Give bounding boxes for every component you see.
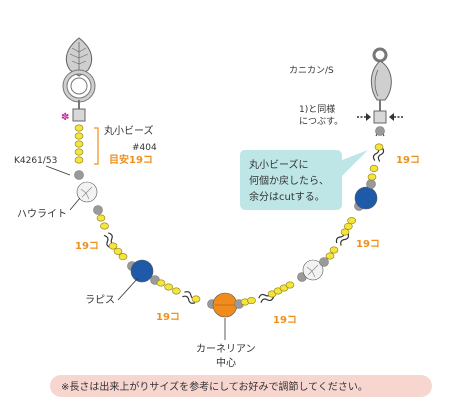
spacer-bead — [93, 205, 103, 215]
crimp-arrows-icon — [357, 113, 403, 121]
howlite-leader — [69, 197, 81, 211]
seed-bead — [247, 296, 256, 304]
lapis-bead — [130, 259, 154, 283]
seed-bead — [156, 279, 166, 287]
part-number-label: K4261/53 — [14, 156, 57, 166]
lapis-label: ラピス — [85, 294, 115, 306]
seed-bead — [74, 140, 84, 148]
howlite-vein — [306, 264, 319, 278]
seed-bead — [74, 156, 84, 164]
count-right-top: 19コ — [396, 155, 420, 166]
lapis-bead — [354, 186, 378, 210]
seed-bead — [285, 281, 295, 289]
seed-bead — [164, 283, 173, 291]
seed-bead — [329, 246, 339, 254]
seed-bead — [113, 247, 123, 255]
footer-note-text: ※長さは出来上がりサイズを参考にしてお好みで調節してください。 — [61, 380, 368, 393]
part-number-leader — [45, 165, 71, 176]
carnelian-center-label: 中心 — [216, 356, 236, 369]
seed-bead — [172, 287, 181, 295]
seed-bead-number: #404 — [132, 143, 157, 153]
howlite-label: ハウライト — [17, 208, 67, 220]
count-right-middle: 19コ — [356, 239, 380, 250]
seed-bead — [74, 132, 84, 140]
lapis-leader — [117, 277, 139, 301]
clasp-label: カニカン/S — [289, 65, 334, 76]
seed-bead — [108, 242, 118, 250]
howlite-vein — [80, 186, 93, 200]
leaf-charm-icon — [65, 37, 93, 77]
seed-bead — [100, 222, 109, 230]
marker-icon: ✽ — [61, 112, 69, 123]
bubble-line-3: 余分はcutする。 — [249, 190, 325, 203]
same-as-step1-label-2: につぶす。 — [299, 116, 343, 127]
lobster-clasp-icon — [370, 47, 392, 101]
spacer-bead — [375, 126, 385, 136]
spacer-bead — [319, 257, 329, 267]
seed-bead — [374, 143, 384, 151]
seed-bead — [96, 214, 106, 222]
seed-bead-label: 丸小ビーズ — [104, 124, 154, 137]
seed-bead — [325, 252, 335, 260]
spacer-bead — [366, 179, 376, 189]
bubble-line-2: 何個か戻したら、 — [249, 174, 329, 187]
seed-bead-guide: 目安19コ — [109, 153, 153, 166]
same-as-step1-label: 1)と同様 — [299, 103, 335, 115]
seed-bead — [191, 295, 201, 303]
seed-bead — [74, 148, 84, 156]
spacer-bead — [74, 170, 84, 180]
count-left-lower: 19コ — [156, 312, 180, 323]
count-left-upper: 19コ — [75, 241, 99, 252]
left-crimp-bead — [72, 108, 86, 122]
bead-strand — [74, 124, 385, 318]
seed-bead — [118, 253, 128, 261]
right-crimp-bead — [373, 110, 387, 124]
bubble-line-1: 丸小ビーズに — [249, 158, 309, 171]
seed-bead — [367, 173, 377, 181]
seed-bead — [369, 165, 379, 173]
carnelian-label: カーネリアン — [196, 343, 256, 355]
seed-bead — [347, 217, 356, 225]
count-right-lower: 19コ — [273, 315, 297, 326]
seed-bead — [74, 124, 84, 132]
seed-bead-bracket — [94, 127, 99, 165]
instruction-bubble: 丸小ビーズに 何個か戻したら、 余分はcutする。 — [240, 150, 368, 210]
footer-note: ※長さは出来上がりサイズを参考にしてお好みで調節してください。 — [50, 375, 432, 397]
